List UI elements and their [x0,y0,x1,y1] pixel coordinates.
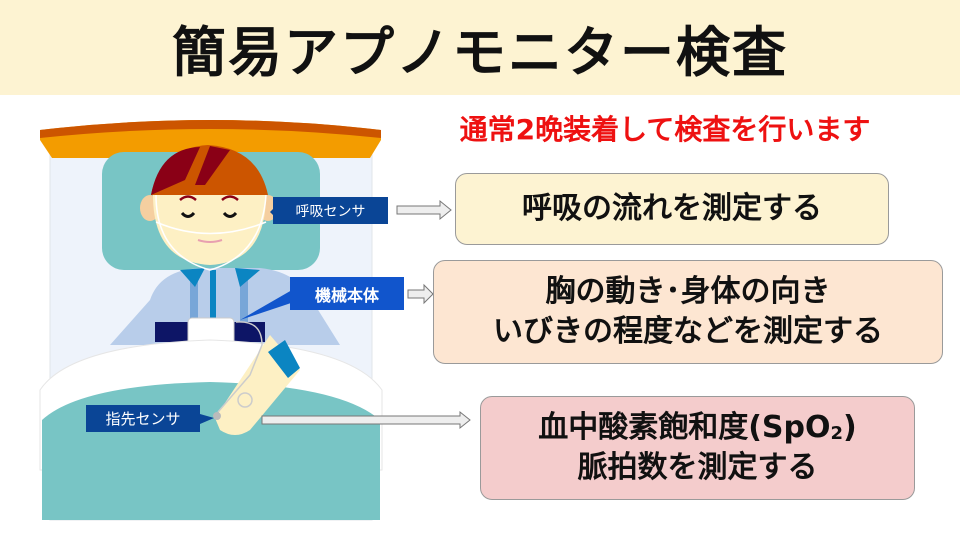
spo2-text: 血中酸素飽和度(SpO [538,409,831,445]
title-band: 簡易アプノモニター検査 [0,0,960,95]
box-finger: 血中酸素飽和度(SpO2) 脈拍数を測定する [480,396,915,500]
page-title: 簡易アプノモニター検査 [172,21,788,84]
subtitle: 通常2晩装着して検査を行います [459,113,871,146]
box-breath-text: 呼吸の流れを測定する [522,190,822,226]
box-device: 胸の動き･身体の向き いびきの程度などを測定する [433,260,943,364]
blanket [42,382,380,520]
box-finger-line1: 血中酸素飽和度(SpO2) [538,408,857,449]
spo2-close: ) [843,409,857,445]
label-finger-sensor: 指先センサ [86,405,200,432]
label-device: 機械本体 [290,277,404,310]
face [153,195,266,265]
finger-sensor-clip [213,412,221,420]
box-device-line1: 胸の動き･身体の向き [545,273,831,309]
arrow-breath [396,199,452,221]
arrow-device [407,283,434,305]
box-finger-line2: 脈拍数を測定する [577,450,818,485]
box-device-line2: いびきの程度などを測定する [493,314,883,349]
box-breath: 呼吸の流れを測定する [455,173,889,245]
arrow-finger [261,410,471,430]
label-breath-sensor: 呼吸センサ [273,197,388,224]
breath-tube [155,194,267,271]
spo2-subscript: 2 [830,422,844,444]
